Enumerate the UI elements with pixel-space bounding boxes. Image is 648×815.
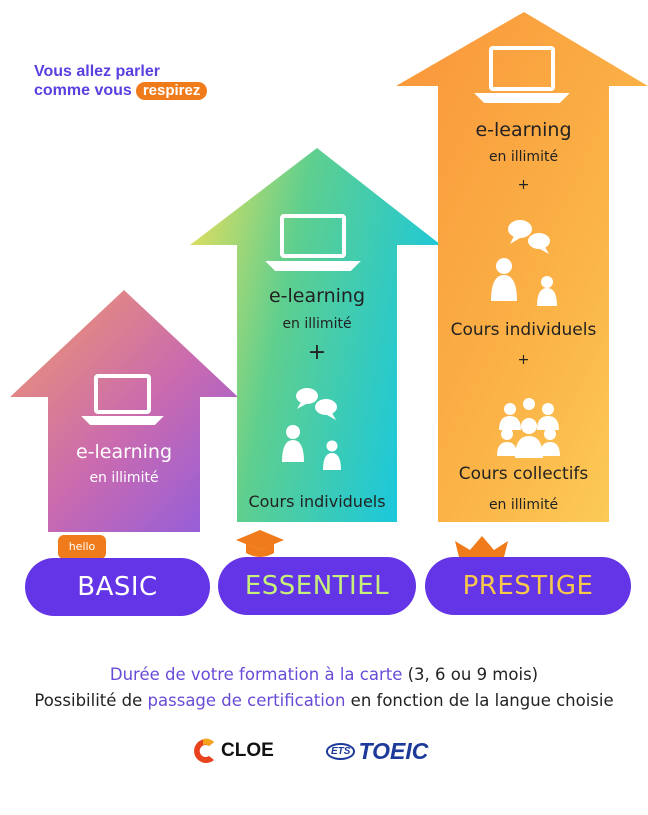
arrow-essentiel xyxy=(190,148,441,522)
plan-basic-label: BASIC xyxy=(77,572,158,602)
footer-cert-suffix: en fonction de la langue choisie xyxy=(345,691,614,710)
tagline-line2: comme vous xyxy=(34,82,132,99)
essentiel-elearning: e-learning xyxy=(268,285,366,307)
prestige-unlimited: en illimité xyxy=(488,149,559,165)
plan-prestige: PRESTIGE xyxy=(425,557,631,615)
prestige-individual: Cours individuels xyxy=(450,320,597,340)
footer-certification: Possibilité de passage de certification … xyxy=(0,691,648,710)
prestige-plus-1: + xyxy=(517,177,530,193)
basic-unlimited: en illimité xyxy=(89,470,159,486)
cloe-logo-icon xyxy=(194,738,214,763)
footer-cert-highlight: passage de certification xyxy=(147,691,346,710)
graduation-cap-icon xyxy=(236,530,284,557)
group-icon xyxy=(497,398,560,458)
laptop-icon xyxy=(81,374,164,425)
plan-prestige-label: PRESTIGE xyxy=(462,571,594,601)
prestige-collective-unlimited: en illimité xyxy=(488,497,559,513)
person-icon xyxy=(323,440,341,470)
arrow-prestige xyxy=(396,12,648,522)
tagline-line1: Vous allez parler xyxy=(34,63,160,80)
chat-bubbles-icon xyxy=(508,220,550,254)
plan-essentiel-label: ESSENTIEL xyxy=(244,571,390,601)
essentiel-individual: Cours individuels xyxy=(248,492,386,511)
prestige-collective: Cours collectifs xyxy=(458,464,589,484)
footer-cert-prefix: Possibilité de xyxy=(34,691,148,710)
chat-bubbles-icon xyxy=(296,388,337,420)
essentiel-plus: + xyxy=(307,340,327,365)
toeic-logo: ETS TOEIC xyxy=(326,736,428,766)
person-icon xyxy=(491,258,517,301)
cloe-logo-text: CLOE xyxy=(221,740,274,761)
basic-elearning: e-learning xyxy=(75,441,173,463)
tagline-highlight: respirez xyxy=(135,82,208,100)
prestige-plus-2: + xyxy=(517,352,530,368)
plan-basic: BASIC xyxy=(25,558,210,616)
person-icon xyxy=(282,425,304,462)
laptop-icon xyxy=(474,46,570,103)
prestige-elearning: e-learning xyxy=(475,119,572,141)
footer-duration: Durée de votre formation à la carte (3, … xyxy=(0,665,648,684)
laptop-icon xyxy=(265,214,361,271)
plan-essentiel: ESSENTIEL xyxy=(218,557,416,615)
cloe-logo: CLOE xyxy=(188,735,274,767)
person-icon xyxy=(537,276,557,306)
footer-duration-rest: (3, 6 ou 9 mois) xyxy=(402,665,539,684)
footer-duration-highlight: Durée de votre formation à la carte xyxy=(109,665,403,684)
essentiel-unlimited: en illimité xyxy=(282,316,352,332)
toeic-logo-text: TOEIC xyxy=(358,737,429,764)
ets-logo-badge: ETS xyxy=(326,742,356,760)
hello-badge-label: hello xyxy=(68,540,96,553)
